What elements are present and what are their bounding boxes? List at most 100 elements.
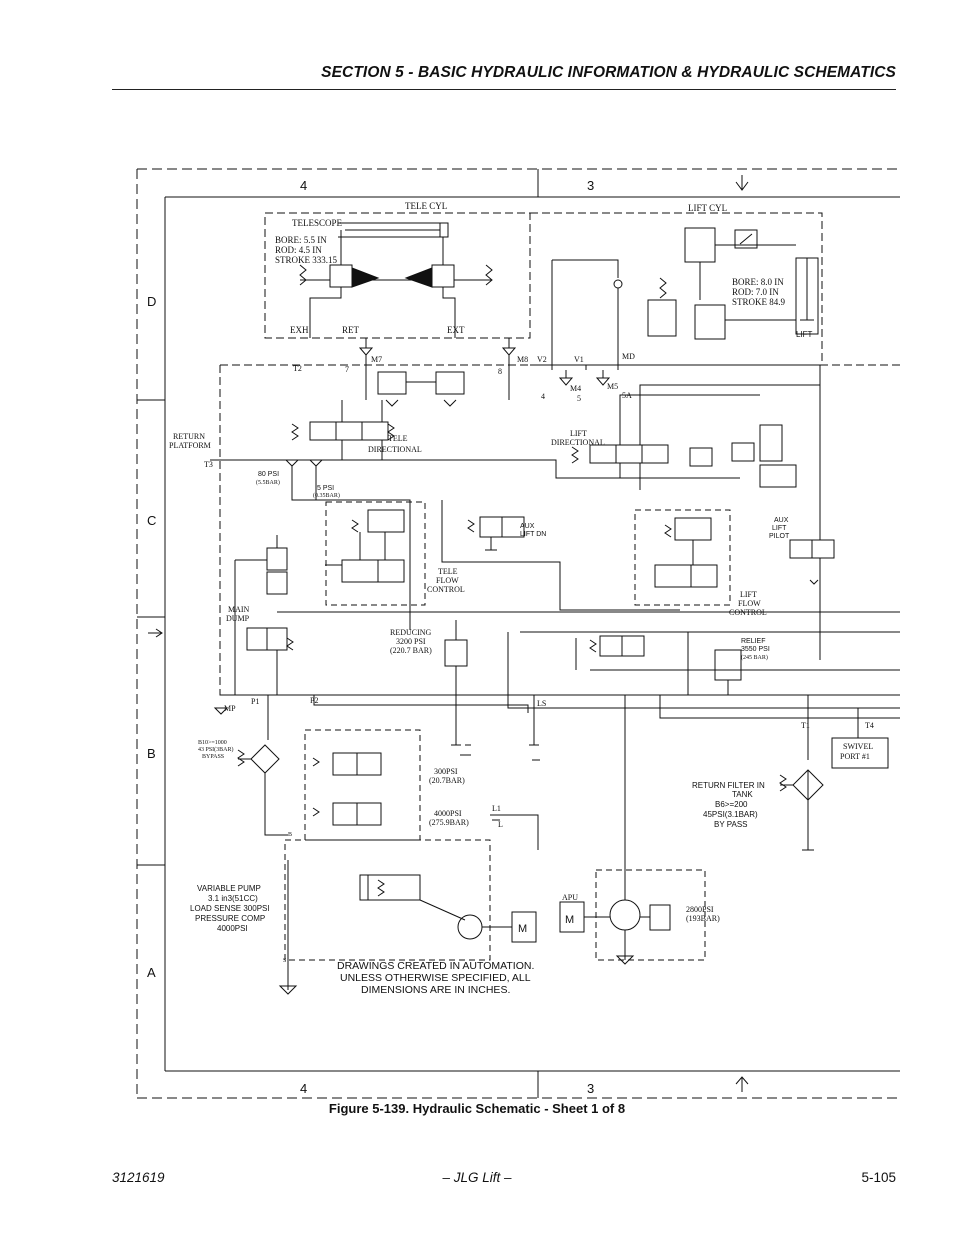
label-tele-rod: ROD: 4.5 IN <box>275 245 322 255</box>
label-tele-flow-1: TELE <box>438 567 458 576</box>
label-m4: M4 <box>570 384 581 393</box>
label-reducing-2: 3200 PSI <box>396 637 426 646</box>
zone-row-a: A <box>147 965 156 980</box>
zone-col-3: 3 <box>587 178 594 193</box>
label-mp: MP <box>224 704 236 713</box>
label-return-filter-4: 45PSI(3.1BAR) <box>703 810 758 819</box>
label-v2: V2 <box>537 355 547 364</box>
label-psi5: 5 PSI <box>317 485 334 492</box>
label-pump-5: 4000PSI <box>217 924 248 933</box>
footer-publisher: – JLG Lift – <box>442 1170 512 1185</box>
label-node-5: 5 <box>577 394 581 403</box>
label-bypass-3: BYPASS <box>202 754 224 760</box>
label-tele-dir-2: DIRECTIONAL <box>368 445 422 454</box>
label-lift-stroke: STROKE 84.9 <box>732 297 786 307</box>
label-lift-dir-1: LIFT <box>570 429 587 438</box>
drawing-note-2: UNLESS OTHERWISE SPECIFIED, ALL <box>340 972 531 984</box>
label-lift-small: LIFT <box>796 330 813 339</box>
label-psi2800-2: (193BAR) <box>686 914 720 923</box>
label-aux-pilot-2: LIFT <box>772 525 787 532</box>
label-lift-cyl: LIFT CYL <box>688 203 727 213</box>
label-lift-dir-2: DIRECTIONAL <box>551 438 605 447</box>
label-return-filter-1: RETURN FILTER IN <box>692 781 765 790</box>
label-reducing-1: REDUCING <box>390 628 432 637</box>
label-swivel-1: SWIVEL <box>843 742 873 751</box>
label-lift-flow-2: FLOW <box>738 599 761 608</box>
zone-row-d: D <box>147 294 156 309</box>
label-t1: T1 <box>801 721 810 730</box>
label-pump-1: VARIABLE PUMP <box>197 884 261 893</box>
label-node-5a: 5A <box>622 391 632 400</box>
label-swivel-2: PORT #1 <box>840 752 870 761</box>
label-tele-cyl: TELE CYL <box>405 201 447 211</box>
label-p1: P1 <box>251 697 259 706</box>
zone-row-c: C <box>147 513 156 528</box>
label-main-dump-1: MAIN <box>228 605 250 614</box>
label-p2: P2 <box>310 696 318 705</box>
label-reducing-3: (220.7 BAR) <box>390 646 432 655</box>
label-return-filter-5: BY PASS <box>714 820 748 829</box>
label-bypass-2: 43 PSI(3BAR) <box>198 746 234 753</box>
label-psi5-bar: (0.35BAR) <box>313 492 340 499</box>
zone-col-4: 4 <box>300 178 307 193</box>
label-v1: V1 <box>574 355 584 364</box>
hydraulic-schematic: 4 3 4 3 D C B A TELE CYL LIFT CYL TELESC… <box>136 168 900 1099</box>
label-relief-3: (245 BAR) <box>741 654 768 661</box>
label-b: B <box>288 832 292 838</box>
label-node-4: 4 <box>541 392 545 401</box>
label-exh: EXH <box>290 325 309 335</box>
label-aux-pilot-3: PILOT <box>769 533 790 540</box>
label-lift-flow-1: LIFT <box>740 590 757 599</box>
label-ls: LS <box>537 699 546 708</box>
label-main-dump-2: DUMP <box>226 614 250 623</box>
label-t4: T4 <box>865 721 874 730</box>
label-relief-2: 3550 PSI <box>741 646 770 653</box>
label-aux-pilot-1: AUX <box>774 517 789 524</box>
label-ret: RET <box>342 325 360 335</box>
drawing-note-3: DIMENSIONS ARE IN INCHES. <box>361 984 510 996</box>
label-tele-stroke: STROKE 333.15 <box>275 255 338 265</box>
label-l: L <box>498 820 503 829</box>
label-tele-flow-3: CONTROL <box>427 585 465 594</box>
label-lift-flow-3: CONTROL <box>729 608 767 617</box>
label-lift-rod: ROD: 7.0 IN <box>732 287 779 297</box>
label-t2: T2 <box>293 364 302 373</box>
label-m8: M8 <box>517 355 528 364</box>
label-s: S <box>283 958 286 964</box>
label-apu-motor: M <box>565 914 574 926</box>
label-t3: T3 <box>204 460 213 469</box>
label-psi4000-2: (275.9BAR) <box>429 818 469 827</box>
label-l1: L1 <box>492 804 501 813</box>
label-pump-3: LOAD SENSE 300PSI <box>190 904 270 913</box>
label-psi300-1: 300PSI <box>434 767 458 776</box>
footer-page-number: 5-105 <box>861 1170 896 1185</box>
zone-col-4-bottom: 4 <box>300 1081 307 1096</box>
label-pump-4: PRESSURE COMP <box>195 914 265 923</box>
zone-row-b: B <box>147 746 156 761</box>
label-lift-bore: BORE: 8.0 IN <box>732 277 784 287</box>
label-tele-dir-1: TELE <box>388 434 408 443</box>
header-rule <box>112 89 896 90</box>
label-return-2: PLATFORM <box>169 441 211 450</box>
footer-doc-number: 3121619 <box>112 1170 165 1185</box>
label-telescope: TELESCOPE <box>292 218 343 228</box>
label-tele-flow-2: FLOW <box>436 576 459 585</box>
label-return-1: RETURN <box>173 432 205 441</box>
label-psi300-2: (20.7BAR) <box>429 776 465 785</box>
label-pump-2: 3.1 in3(51CC) <box>208 894 258 903</box>
label-node-8: 8 <box>498 367 502 376</box>
label-psi2800-1: 2800PSI <box>686 905 714 914</box>
label-apu: APU <box>562 893 578 902</box>
label-psi80-bar: (5.5BAR) <box>256 479 280 486</box>
section-title: SECTION 5 - BASIC HYDRAULIC INFORMATION … <box>321 64 896 81</box>
label-bypass-1: B10>=1000 <box>198 740 227 746</box>
label-node-7: 7 <box>345 365 349 374</box>
label-relief-1: RELIEF <box>741 638 766 645</box>
label-m7: M7 <box>371 355 382 364</box>
label-psi4000-1: 4000PSI <box>434 809 462 818</box>
label-pump-motor: M <box>518 923 527 935</box>
zone-col-3-bottom: 3 <box>587 1081 594 1096</box>
label-return-filter-2: TANK <box>732 790 753 799</box>
label-md: MD <box>622 352 635 361</box>
drawing-note-1: DRAWINGS CREATED IN AUTOMATION. <box>337 960 534 972</box>
